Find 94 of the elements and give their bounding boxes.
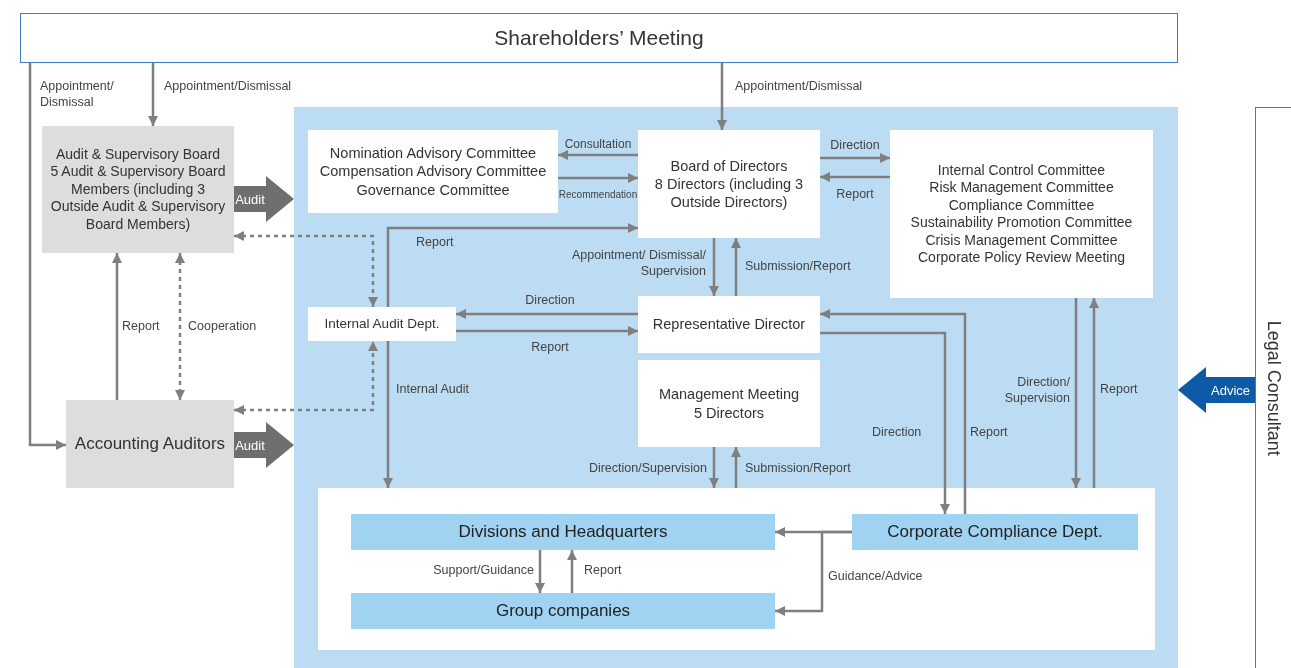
box-heading: Management Meeting bbox=[658, 385, 800, 404]
edge-label: Submission/Report bbox=[745, 460, 852, 477]
edge-label: Report bbox=[1100, 381, 1139, 398]
arrow bbox=[558, 173, 638, 183]
edge-label: Consultation bbox=[563, 137, 633, 153]
edge-label: Direction/Supervision bbox=[587, 460, 707, 477]
arrow bbox=[386, 223, 638, 307]
double-arrow bbox=[234, 231, 378, 307]
board-box bbox=[42, 126, 234, 253]
box-text: Group companies bbox=[495, 600, 631, 622]
edge-label: Support/Guidance bbox=[432, 562, 534, 579]
director-box bbox=[638, 296, 820, 353]
arrow bbox=[112, 253, 122, 400]
company-panel bbox=[294, 107, 1178, 668]
box-text: Corporate Policy Review Meeting bbox=[918, 249, 1125, 267]
box-text: Compensation Advisory Committee bbox=[319, 162, 547, 181]
box-text: Representative Director bbox=[652, 315, 806, 334]
arrow bbox=[820, 153, 890, 163]
edge-label: Appointment/Dismissal bbox=[735, 78, 864, 95]
arrow-label: Audit bbox=[235, 437, 265, 453]
double-arrow bbox=[234, 341, 378, 415]
box-text: Shareholders’ Meeting bbox=[494, 24, 704, 51]
group-box bbox=[351, 593, 775, 629]
arrow bbox=[148, 63, 158, 126]
edge-label: Appointment/Dismissal bbox=[164, 78, 293, 95]
arrow bbox=[456, 309, 638, 319]
box-text: Risk Management Committee bbox=[929, 179, 1114, 197]
edge-label: Direction bbox=[829, 137, 881, 154]
block-arrow bbox=[1178, 367, 1255, 413]
arrow bbox=[1089, 298, 1099, 488]
edge-label: Appointment/ Dismissal bbox=[40, 78, 115, 111]
meeting-box bbox=[638, 360, 820, 447]
edge-label: Direction/ Supervision bbox=[1003, 374, 1070, 407]
arrow bbox=[535, 550, 545, 593]
arrow-label: Advice bbox=[1211, 382, 1250, 398]
committee-box bbox=[308, 130, 558, 213]
arrow bbox=[558, 150, 638, 160]
box-text: Governance Committee bbox=[356, 180, 510, 199]
arrow bbox=[567, 550, 577, 593]
arrow bbox=[731, 447, 741, 488]
arrow bbox=[456, 326, 638, 336]
block-arrow bbox=[234, 176, 294, 222]
edge-label: Appointment/ Dismissal/ Supervision bbox=[570, 247, 706, 280]
arrow bbox=[709, 447, 719, 488]
box-text: Sustainability Promotion Committee bbox=[910, 214, 1133, 232]
arrow bbox=[820, 331, 950, 514]
edge-label: Report bbox=[530, 339, 570, 356]
board-box bbox=[638, 130, 820, 238]
box-text: Internal Audit Dept. bbox=[324, 315, 440, 333]
meeting-box bbox=[20, 13, 1178, 63]
edge-label: Report bbox=[122, 318, 161, 335]
box-text: Corporate Compliance Dept. bbox=[887, 521, 1103, 543]
edge-label: Direction bbox=[872, 424, 923, 441]
box-text: 5 Audit & Supervisory Board Members (including 3 Outside Audit & Supervisory Board Members) bbox=[49, 163, 227, 234]
box-heading: Audit & Supervisory Board bbox=[55, 145, 221, 164]
box-text: Legal Consultant bbox=[1262, 320, 1285, 456]
box-text: Compliance Committee bbox=[948, 196, 1095, 214]
committee-box bbox=[890, 130, 1153, 298]
arrow-label: Audit bbox=[235, 191, 265, 207]
operations-panel bbox=[318, 488, 1155, 650]
block-arrow bbox=[234, 422, 294, 468]
box-text: Divisions and Headquarters bbox=[458, 521, 668, 543]
box-heading: Board of Directors bbox=[670, 156, 788, 175]
arrow bbox=[775, 530, 852, 616]
arrow bbox=[709, 238, 719, 296]
consultant-panel bbox=[1255, 107, 1291, 668]
division-box bbox=[351, 514, 775, 550]
arrow bbox=[1071, 298, 1081, 488]
box-text: Accounting Auditors bbox=[74, 433, 226, 455]
arrow bbox=[820, 309, 967, 514]
auditor-box bbox=[66, 400, 234, 488]
department-box bbox=[308, 307, 456, 341]
arrow bbox=[820, 172, 890, 182]
double-arrow bbox=[175, 253, 185, 400]
box-text: Nomination Advisory Committee bbox=[329, 144, 537, 163]
arrow bbox=[717, 63, 727, 130]
edge-label: Report bbox=[416, 234, 455, 251]
box-text: 8 Directors (including 3 Outside Directors) bbox=[653, 174, 805, 212]
box-text: Internal Control Committee bbox=[937, 161, 1106, 179]
edge-label: Report bbox=[835, 186, 875, 203]
arrow bbox=[28, 63, 66, 450]
box-text: 5 Directors bbox=[693, 403, 765, 422]
edge-label: Direction bbox=[524, 292, 576, 309]
edge-label: Guidance/Advice bbox=[828, 568, 924, 585]
edge-label: Cooperation bbox=[188, 318, 258, 335]
edge-label: Submission/Report bbox=[745, 258, 852, 275]
edge-label: Recommendation bbox=[558, 188, 638, 201]
box-text: Crisis Management Committee bbox=[925, 231, 1118, 249]
department-box bbox=[852, 514, 1138, 550]
edge-label: Report bbox=[584, 562, 623, 579]
arrow bbox=[731, 238, 741, 296]
arrow bbox=[383, 341, 393, 488]
edge-label: Report bbox=[970, 424, 1009, 441]
edge-label: Internal Audit bbox=[396, 381, 470, 398]
